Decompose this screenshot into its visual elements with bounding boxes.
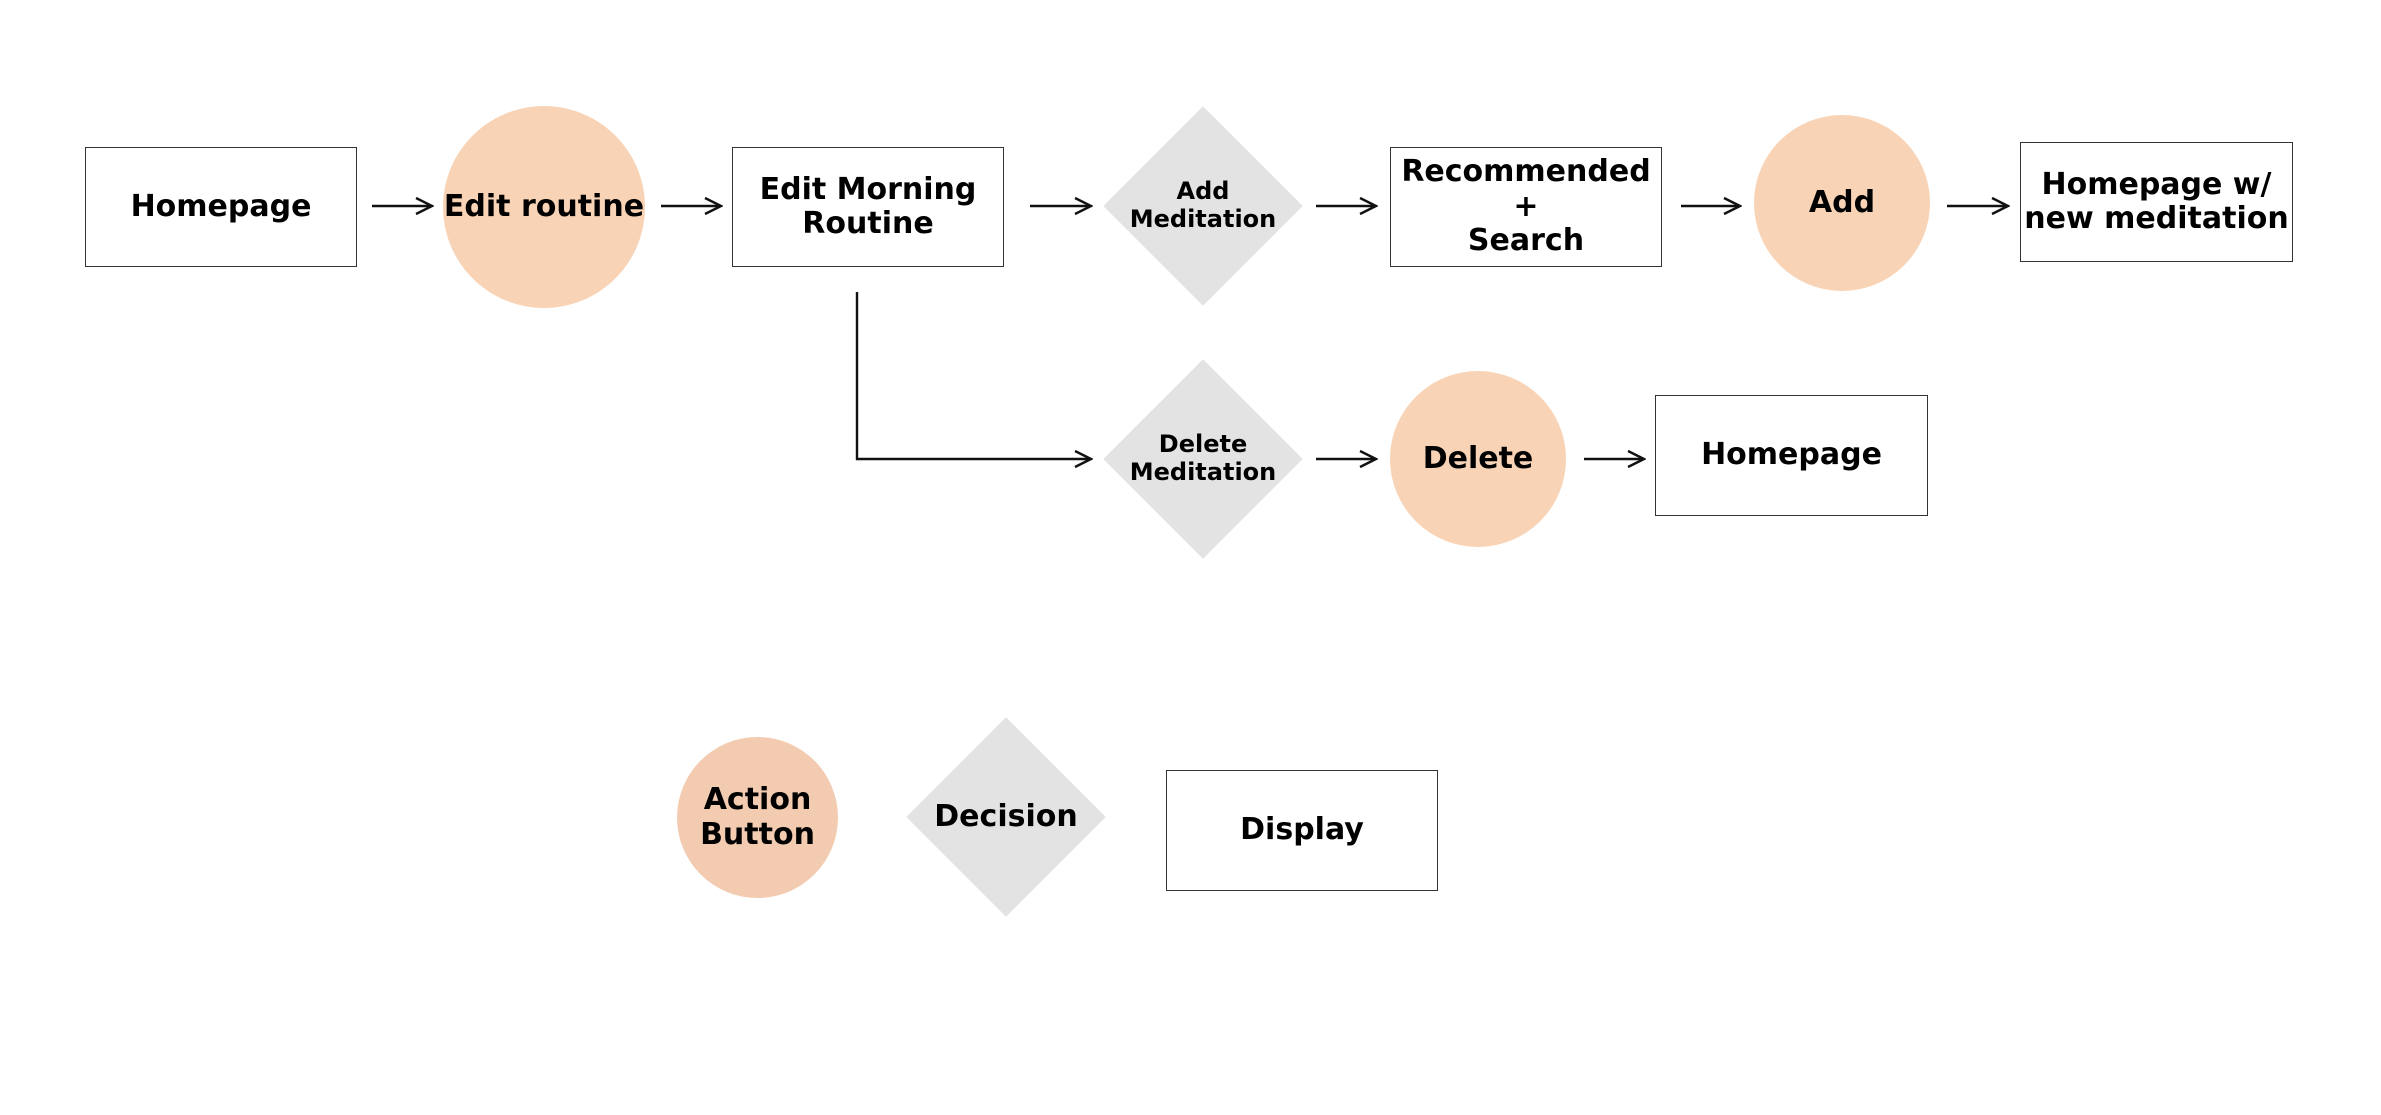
legend-decision-label: Decision bbox=[934, 798, 1078, 834]
delete-action: Delete bbox=[1390, 371, 1566, 547]
add-meditation-label: Add Meditation bbox=[1129, 177, 1277, 233]
delete-label: Delete bbox=[1422, 440, 1534, 476]
legend-decision: Decision bbox=[906, 716, 1106, 918]
recommended-search-label: Recommended + Search bbox=[1401, 154, 1651, 259]
edit-routine-label: Edit routine bbox=[443, 188, 645, 224]
legend-display: Display bbox=[1166, 770, 1438, 891]
legend-display-label: Display bbox=[1240, 812, 1364, 848]
add-action: Add bbox=[1754, 115, 1930, 291]
edit-morning-routine-display: Edit Morning Routine bbox=[732, 147, 1004, 267]
homepage-label: Homepage bbox=[130, 188, 312, 224]
edit-morning-routine-label: Edit Morning Routine bbox=[759, 171, 977, 241]
delete-meditation-decision: Delete Meditation bbox=[1103, 358, 1303, 560]
homepage-new-meditation-label: Homepage w/ new meditation bbox=[2024, 166, 2289, 236]
legend-action-button: Action Button bbox=[677, 737, 838, 898]
legend-action-button-label: Action Button bbox=[700, 782, 815, 852]
add-label: Add bbox=[1808, 184, 1876, 220]
edit-routine-action: Edit routine bbox=[443, 106, 645, 308]
homepage-new-meditation-display: Homepage w/ new meditation bbox=[2020, 142, 2293, 262]
recommended-search-display: Recommended + Search bbox=[1390, 147, 1662, 267]
homepage-display: Homepage bbox=[85, 147, 357, 267]
homepage-after-delete-display: Homepage bbox=[1655, 395, 1928, 516]
homepage-after-delete-label: Homepage bbox=[1701, 437, 1882, 473]
delete-meditation-label: Delete Meditation bbox=[1129, 430, 1277, 486]
arrow-edit-morning-routine-to-delete-meditation bbox=[855, 292, 1091, 459]
add-meditation-decision: Add Meditation bbox=[1103, 105, 1303, 307]
